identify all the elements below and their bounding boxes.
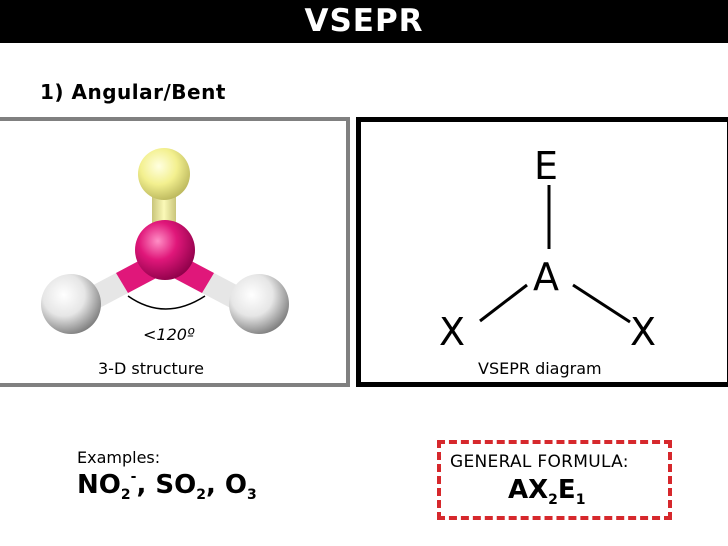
terminal-atom-left [41,274,101,334]
diagram-caption: VSEPR diagram [478,359,602,378]
bond-line-right [572,283,631,324]
general-formula-box [437,440,672,520]
terminal-atom-right-label: X [630,310,657,354]
example-no2: NO2- [77,469,137,503]
lone-pair-sphere [138,148,190,200]
diagram-panel [356,117,728,387]
molecule-model-image [41,148,289,334]
example-so2: SO2 [155,470,206,503]
central-atom-sphere [135,220,195,280]
page-title: VSEPR [0,0,728,43]
examples-formulas: NO2-, SO2, O3 [77,469,257,503]
example-o3: O3 [224,470,257,503]
general-formula-value: AX2E1 [508,475,586,508]
terminal-atom-right [229,274,289,334]
lone-pair-label: E [534,144,559,188]
angle-arc [127,295,206,310]
central-atom-label: A [533,255,559,299]
model-caption: 3-D structure [98,359,204,378]
vsepr-diagram [479,185,631,324]
terminal-atom-left-label: X [439,310,466,354]
bond-angle-label: <120º [143,325,195,344]
general-formula-caption: GENERAL FORMULA: [450,452,629,472]
examples-label: Examples: [77,448,161,467]
section-heading: 1) Angular/Bent [40,80,226,104]
bond-line-left [479,283,528,323]
